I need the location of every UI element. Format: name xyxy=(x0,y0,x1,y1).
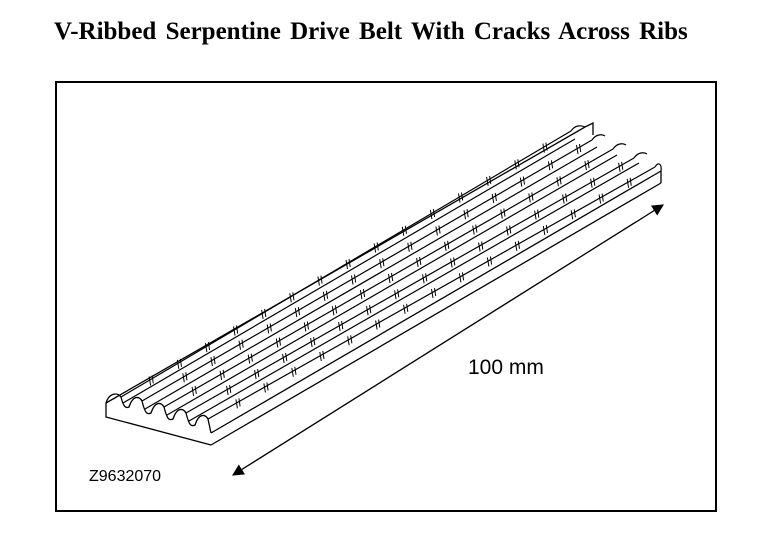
crack-mark xyxy=(598,193,604,204)
crack-mark xyxy=(254,368,260,380)
crack-mark xyxy=(347,335,353,346)
crack-mark xyxy=(519,176,525,187)
crack-mark xyxy=(626,177,632,188)
crack-mark xyxy=(562,193,568,204)
crack-mark xyxy=(500,208,506,219)
crack-mark xyxy=(310,337,316,348)
crack-mark xyxy=(366,305,372,316)
crack-mark xyxy=(514,159,520,170)
crack-mark xyxy=(486,256,493,267)
crack-mark xyxy=(282,352,288,364)
crack-mark xyxy=(403,303,409,314)
crack-mark xyxy=(416,256,422,267)
crack-mark xyxy=(303,321,309,332)
crack-mark xyxy=(247,353,253,364)
belt-illustration xyxy=(105,121,664,476)
crack-mark xyxy=(379,258,385,269)
crack-mark xyxy=(204,342,211,353)
crack-mark xyxy=(176,358,182,369)
crack-mark xyxy=(182,372,188,383)
crack-mark xyxy=(338,321,344,332)
crack-mark xyxy=(570,209,576,220)
crack-mark xyxy=(444,240,450,251)
crack-mark xyxy=(618,161,624,172)
crack-mark xyxy=(486,175,492,186)
page-title: V-Ribbed Serpentine Drive Belt With Crac… xyxy=(54,18,688,45)
crack-mark xyxy=(534,209,540,220)
crack-mark xyxy=(542,142,548,153)
crack-mark xyxy=(407,241,413,252)
crack-mark xyxy=(219,369,225,380)
dimension-label: 100 mm xyxy=(468,356,544,379)
crack-mark xyxy=(431,287,437,299)
crack-mark xyxy=(322,290,329,301)
crack-mark xyxy=(191,385,197,396)
crack-mark xyxy=(450,257,456,268)
crack-mark xyxy=(547,160,554,171)
crack-mark xyxy=(429,209,436,220)
crack-mark xyxy=(235,398,241,409)
crack-mark xyxy=(351,274,357,285)
crack-mark xyxy=(590,177,596,188)
crack-mark xyxy=(422,273,428,284)
dimension-arrow xyxy=(232,204,664,476)
crack-mark xyxy=(263,382,269,393)
crack-mark xyxy=(210,355,216,367)
crack-mark xyxy=(478,241,484,252)
crack-mark xyxy=(226,384,232,395)
crack-mark xyxy=(584,160,590,171)
crack-mark xyxy=(388,272,394,284)
figure-id: Z9632070 xyxy=(89,468,162,485)
crack-mark xyxy=(148,375,154,386)
belt-front-profile xyxy=(105,393,212,446)
crack-mark xyxy=(576,143,582,155)
crack-mark xyxy=(463,209,469,220)
belt-bottom-edge xyxy=(210,182,662,446)
crack-mark xyxy=(506,225,512,236)
crack-mark xyxy=(491,192,497,203)
crack-mark xyxy=(394,289,400,300)
crack-mark xyxy=(319,350,325,362)
crack-mark xyxy=(291,366,297,377)
crack-mark xyxy=(528,192,534,203)
belt-right-end xyxy=(584,121,662,183)
crack-mark xyxy=(289,292,295,303)
crack-mark xyxy=(472,224,478,235)
crack-mark xyxy=(317,275,323,286)
crack-mark xyxy=(331,305,338,316)
crack-mark xyxy=(435,225,441,236)
crack-mark xyxy=(556,176,562,187)
crack-mark xyxy=(238,339,244,350)
crack-mark xyxy=(542,224,548,236)
crack-mark xyxy=(233,325,239,336)
crack-mark xyxy=(375,319,381,330)
crack-mark xyxy=(266,323,272,334)
crack-mark xyxy=(458,272,465,283)
illustration-frame: 100 mm Z9632070 xyxy=(55,81,717,512)
rib-cracks xyxy=(148,142,632,409)
crack-mark xyxy=(261,308,267,319)
crack-mark xyxy=(294,307,300,318)
crack-mark xyxy=(275,337,281,348)
crack-mark xyxy=(514,240,520,251)
crack-mark xyxy=(458,192,464,203)
crack-mark xyxy=(359,289,366,300)
